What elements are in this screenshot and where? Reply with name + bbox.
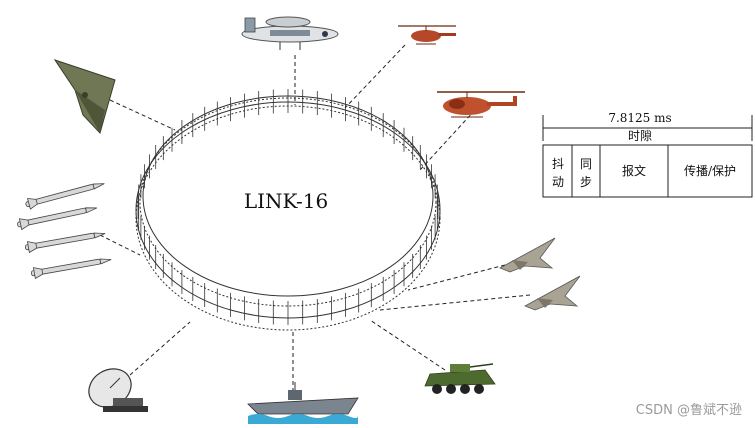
field-message: 报文 [622, 163, 646, 178]
connector-helicopter-small [344, 44, 406, 109]
connector-helicopter-large [419, 109, 476, 171]
fighter-jet-icon [524, 275, 581, 311]
field-jitter: 抖动 [552, 157, 564, 189]
link16-ring [135, 89, 441, 331]
flying-wing-aircraft-icon [53, 59, 116, 134]
awacs-aircraft-icon [241, 16, 339, 50]
timeslot-structure: 7.8125 ms 时隙 抖动 同步 报文 传播/保护 [542, 111, 753, 198]
missile-icon [17, 183, 112, 280]
attack-helicopter-icon [398, 25, 456, 45]
connector-fighter-1 [407, 264, 506, 291]
connector-fighter-2 [379, 294, 531, 311]
warship-icon [247, 382, 359, 424]
timeslot-duration: 7.8125 ms [608, 111, 671, 125]
connector-lines [99, 44, 531, 392]
ring-ticks [137, 89, 439, 325]
radar-dish-icon [88, 368, 148, 412]
armored-vehicle-icon [424, 363, 496, 394]
timeslot-frame [542, 144, 753, 198]
connector-missiles [99, 234, 141, 256]
connector-radar [129, 321, 191, 376]
connector-flying-wing [109, 99, 176, 131]
timeslot-label: 时隙 [628, 129, 652, 143]
center-label: LINK-16 [244, 189, 328, 213]
fighter-jet-icon [499, 237, 556, 273]
field-propagation: 传播/保护 [684, 163, 736, 178]
field-sync: 同步 [580, 157, 592, 189]
watermark: CSDN @鲁斌不逊 [636, 403, 742, 418]
connector-armored-vehicle [369, 319, 446, 371]
attack-helicopter-icon [437, 91, 525, 118]
